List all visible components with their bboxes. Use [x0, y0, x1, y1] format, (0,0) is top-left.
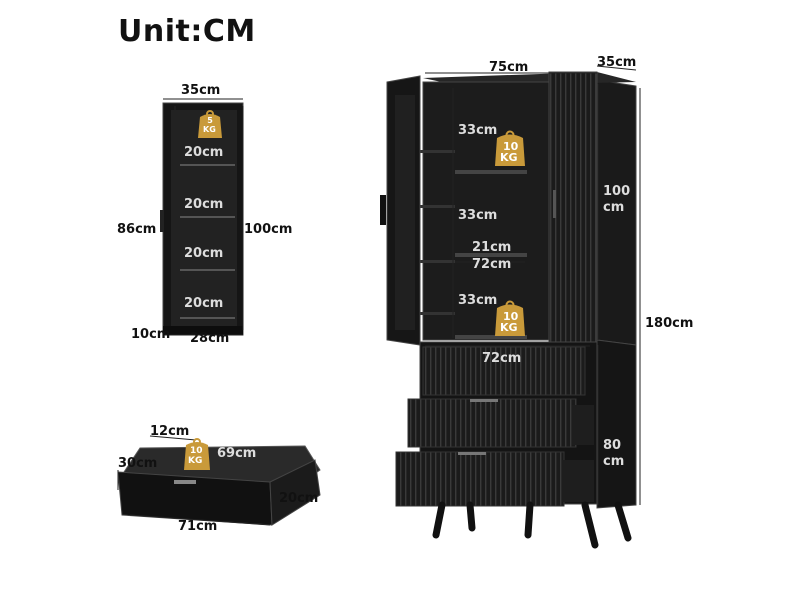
shelf-gap-3-label: 20cm [184, 246, 224, 261]
cabinet-bottom-badge-unit: KG [500, 321, 518, 334]
cabinet-lower-height-unit: cm [603, 454, 625, 469]
cabinet-upper-height-number: 100 [603, 184, 631, 199]
shelf-badge-unit: KG [203, 125, 216, 134]
shelf-gap-4-label: 20cm [184, 296, 224, 311]
drawer-dimension-lines [117, 435, 271, 526]
cabinet-upper-height-unit: cm [603, 200, 625, 215]
shelf-depth-label: 28cm [190, 331, 230, 346]
weight-badge-shelf-unit [198, 110, 222, 138]
cabinet-total-height-label: 180cm [645, 316, 694, 331]
cabinet-top-badge-unit: KG [500, 151, 518, 164]
shelf-base-height-label: 10cm [131, 327, 171, 342]
drawer-outer-width-label: 71cm [178, 519, 218, 534]
cabinet-shelf-width-label: 72cm [472, 257, 512, 272]
shelf-gap-2-label: 20cm [184, 197, 224, 212]
shelf-width-label: 35cm [181, 83, 221, 98]
weight-badge-cabinet-bottom [495, 300, 525, 336]
cabinet-shelf-depth-label: 21cm [472, 240, 512, 255]
weight-badge-drawer [184, 438, 210, 470]
cabinet-lower-shelf-label: 33cm [458, 293, 498, 308]
drawer-front-height-label: 30cm [118, 456, 158, 471]
cabinet-upper-shelf-label: 33cm [458, 123, 498, 138]
cabinet-lower-height-number: 80 [603, 438, 622, 453]
page-title: Unit:CM [118, 14, 256, 49]
shelf-outer-height-label: 100cm [244, 222, 293, 237]
drawer-side-height-label: 12cm [150, 424, 190, 439]
cabinet-depth-label: 35cm [597, 55, 637, 70]
shelf-unit-illustration [160, 102, 244, 336]
drawer-badge-unit: KG [188, 456, 203, 466]
cabinet-illustration [380, 71, 637, 549]
cabinet-bottom-badge-number: 10 [503, 310, 519, 323]
drawer-illustration [117, 445, 321, 526]
shelf-inner-height-label: 86cm [117, 222, 157, 237]
cabinet-dimension-lines [425, 65, 641, 505]
shelf-unit-dimension-lines [163, 98, 244, 336]
cabinet-drawer-width-label: 72cm [482, 351, 522, 366]
cabinet-middle-shelf-label: 33cm [458, 208, 498, 223]
cabinet-width-label: 75cm [489, 60, 529, 75]
cabinet-top-badge-number: 10 [503, 140, 519, 153]
weight-badge-cabinet-top [495, 130, 525, 166]
shelf-gap-1-label: 20cm [184, 145, 224, 160]
drawer-inner-width-label: 69cm [217, 446, 257, 461]
shelf-badge-number: 5 [207, 116, 213, 125]
drawer-badge-number: 10 [190, 446, 203, 456]
drawer-depth-label: 20cm [279, 491, 319, 506]
